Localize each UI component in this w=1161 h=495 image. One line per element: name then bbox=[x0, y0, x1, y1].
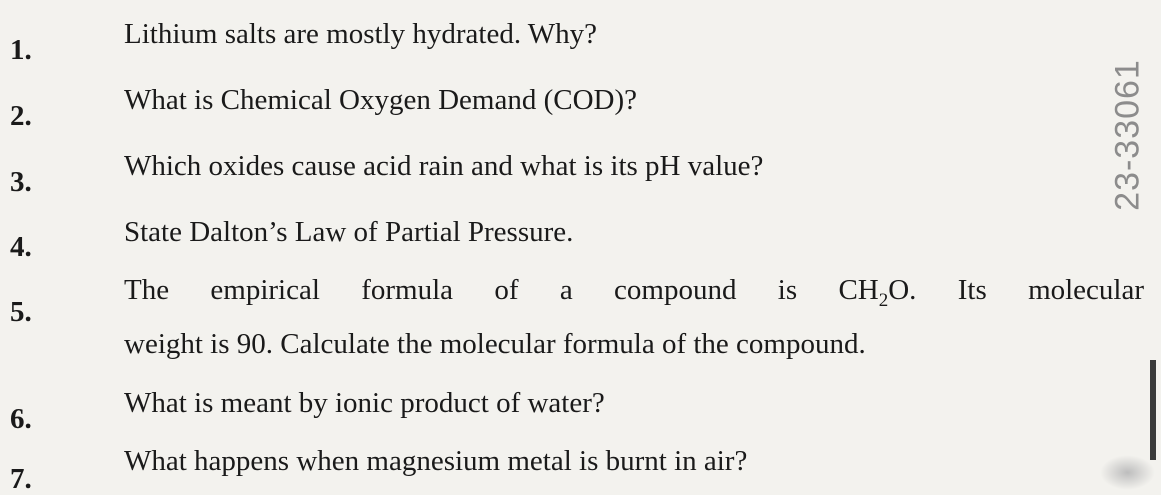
question-1-number: 1. bbox=[10, 34, 32, 66]
question-5-lead-text: The empirical formula of a compound is bbox=[124, 274, 839, 306]
formula-subscript: 2 bbox=[878, 289, 889, 311]
question-1-text: Lithium salts are mostly hydrated. Why? bbox=[124, 18, 598, 50]
serial-stamp: 23-33061 bbox=[1098, 10, 1158, 260]
question-4-text: State Dalton’s Law of Partial Pressure. bbox=[124, 216, 574, 248]
question-5-text-line1: The empirical formula of a compound is C… bbox=[124, 276, 1144, 310]
question-6-text: What is meant by ionic product of water? bbox=[124, 387, 605, 419]
question-2-number: 2. bbox=[10, 100, 32, 132]
question-7-number: 7. bbox=[10, 463, 32, 495]
question-5-text-line2: weight is 90. Calculate the molecular fo… bbox=[124, 328, 866, 360]
question-4-number: 4. bbox=[10, 231, 32, 263]
question-2-text: What is Chemical Oxygen Demand (COD)? bbox=[124, 84, 637, 116]
question-5-tail-text: O. Its molecular bbox=[888, 274, 1145, 306]
question-7-text: What happens when magnesium metal is bur… bbox=[124, 445, 748, 477]
question-6-number: 6. bbox=[10, 403, 32, 435]
question-3-number: 3. bbox=[10, 166, 32, 198]
edge-scan-mark bbox=[1150, 360, 1156, 460]
corner-smudge bbox=[1100, 455, 1155, 490]
serial-stamp-text: 23-33061 bbox=[1108, 59, 1147, 211]
question-5-number: 5. bbox=[10, 296, 32, 328]
formula-ch: CH bbox=[838, 274, 879, 306]
question-3-text: Which oxides cause acid rain and what is… bbox=[124, 150, 764, 182]
